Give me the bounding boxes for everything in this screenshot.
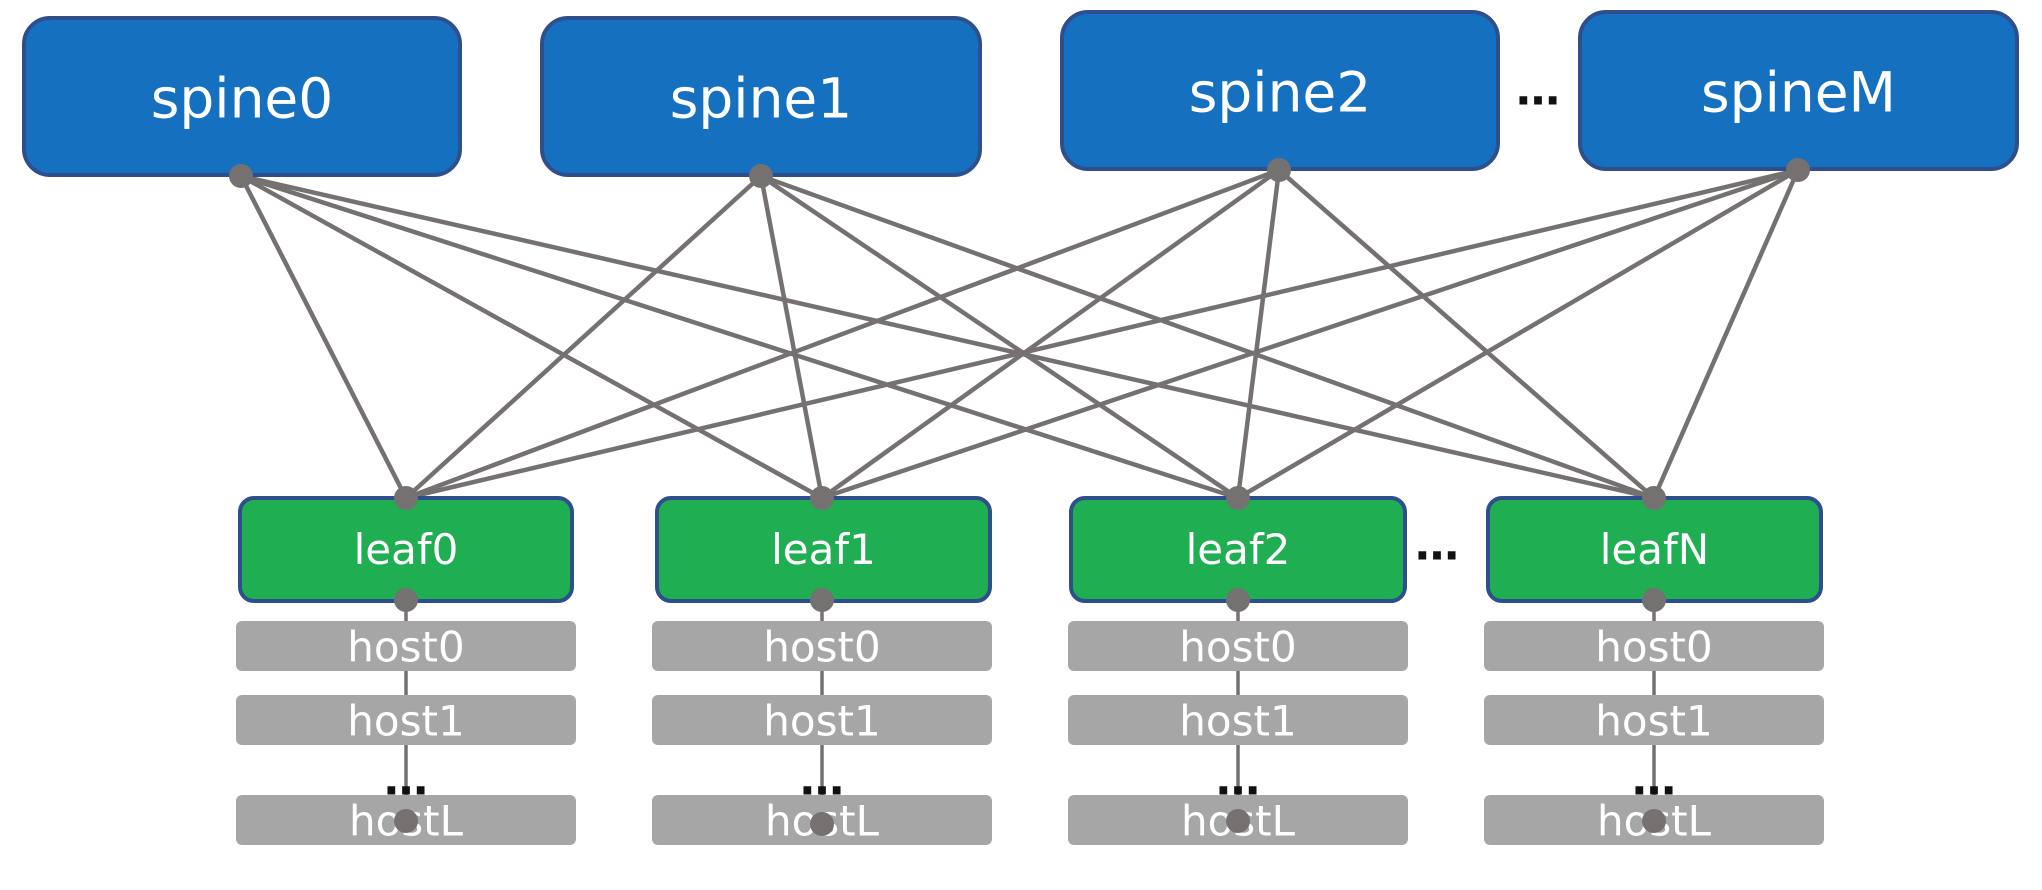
host-groups: host0host1hostL…host0host1hostL…host0hos… (236, 621, 1824, 846)
host-box (236, 621, 576, 671)
host-ellipsis: … (1216, 755, 1260, 806)
spine-label: spine0 (151, 67, 334, 131)
host-ellipsis: … (1632, 755, 1676, 806)
host-node: host1 (1068, 695, 1408, 746)
host-box (652, 695, 992, 745)
host-box (1068, 695, 1408, 745)
host-label: host0 (347, 623, 464, 672)
host-node: host1 (1484, 695, 1824, 746)
spine-node: spine0 (22, 16, 462, 177)
spine-label: spine2 (1189, 61, 1372, 125)
spine-node: spine2 (1060, 10, 1500, 171)
host-label: host1 (1595, 697, 1712, 746)
link-spine1-leaf3 (760, 173, 1655, 501)
link-spine3-leaf0 (405, 167, 1799, 501)
leaf-label: leaf0 (354, 525, 459, 574)
link-spine2-leaf3 (1277, 168, 1656, 500)
leaf-downlink-port-dot (810, 588, 834, 612)
leaf-uplink-port-dot (1642, 486, 1666, 510)
host-node: host1 (236, 695, 576, 746)
host-box (236, 695, 576, 745)
spine-port-dot (749, 164, 773, 188)
leaf-ellipsis: … (1415, 520, 1459, 571)
link-spine0-leaf1 (239, 174, 824, 500)
host-node: host0 (236, 621, 576, 672)
host-box (1484, 621, 1824, 671)
host-port-dot (1642, 809, 1666, 833)
host-box (652, 621, 992, 671)
leaf-uplink-port-dot (810, 486, 834, 510)
spine-node: spine1 (540, 16, 982, 177)
link-spine2-leaf2 (1235, 169, 1282, 499)
link-spine1-leaf0 (404, 174, 763, 500)
spine-port-dot (1267, 158, 1291, 182)
spine-switches: spine0 spine1 spine2 spineM (22, 10, 2019, 177)
link-spine3-leaf2 (1236, 168, 1800, 500)
leaf-downlink-port-dot (1226, 588, 1250, 612)
link-spine1-leaf2 (759, 174, 1240, 500)
leaf-node: leafN (1486, 496, 1823, 603)
leaf-uplink-port-dot (394, 486, 418, 510)
link-spine3-leaf3 (1651, 169, 1801, 499)
link-spine0-leaf2 (240, 173, 1239, 501)
link-spine2-leaf1 (820, 168, 1281, 500)
host-port-dot (1226, 809, 1250, 833)
host-stack: host0host1hostL… (236, 621, 576, 846)
host-port-dot (394, 809, 418, 833)
leaf-label: leafN (1600, 525, 1709, 574)
link-spine1-leaf1 (758, 175, 825, 499)
spine-ellipsis: … (1516, 65, 1560, 116)
spine-port-dot (229, 164, 253, 188)
host-stack: host0host1hostL… (1484, 621, 1824, 846)
host-label: host1 (1179, 697, 1296, 746)
host-label: host0 (1179, 623, 1296, 672)
leaf-switches: leaf0 leaf1 leaf2 leafN (238, 496, 1823, 603)
host-links (404, 600, 1656, 824)
host-label: host1 (763, 697, 880, 746)
leaf-node: leaf1 (655, 496, 992, 603)
link-spine0-leaf3 (240, 173, 1655, 501)
host-port-dot (810, 812, 834, 836)
leaf-label: leaf1 (771, 525, 876, 574)
link-spine0-leaf0 (238, 174, 409, 500)
host-stack: host0host1hostL… (652, 621, 992, 846)
host-box (1068, 621, 1408, 671)
spine-node: spineM (1578, 10, 2019, 171)
host-stack: host0host1hostL… (1068, 621, 1408, 846)
link-spine2-leaf0 (405, 167, 1280, 501)
host-label: host1 (347, 697, 464, 746)
spine-label: spineM (1701, 61, 1896, 125)
host-node: host0 (652, 621, 992, 672)
fabric-links (238, 167, 1801, 501)
host-node: host1 (652, 695, 992, 746)
host-label: host0 (763, 623, 880, 672)
host-label: host0 (1595, 623, 1712, 672)
port-dots (229, 158, 1810, 836)
leaf-uplink-port-dot (1226, 486, 1250, 510)
host-node: host0 (1484, 621, 1824, 672)
leaf-node: leaf0 (238, 496, 574, 603)
host-ellipsis: … (384, 755, 428, 806)
host-ellipsis: … (800, 755, 844, 806)
host-box (1484, 695, 1824, 745)
spine-label: spine1 (670, 67, 853, 131)
leaf-label: leaf2 (1186, 525, 1291, 574)
link-spine3-leaf1 (821, 167, 1799, 501)
leaf-node: leaf2 (1069, 496, 1407, 603)
spine-port-dot (1786, 158, 1810, 182)
leaf-downlink-port-dot (394, 588, 418, 612)
host-node: host0 (1068, 621, 1408, 672)
leaf-downlink-port-dot (1642, 588, 1666, 612)
